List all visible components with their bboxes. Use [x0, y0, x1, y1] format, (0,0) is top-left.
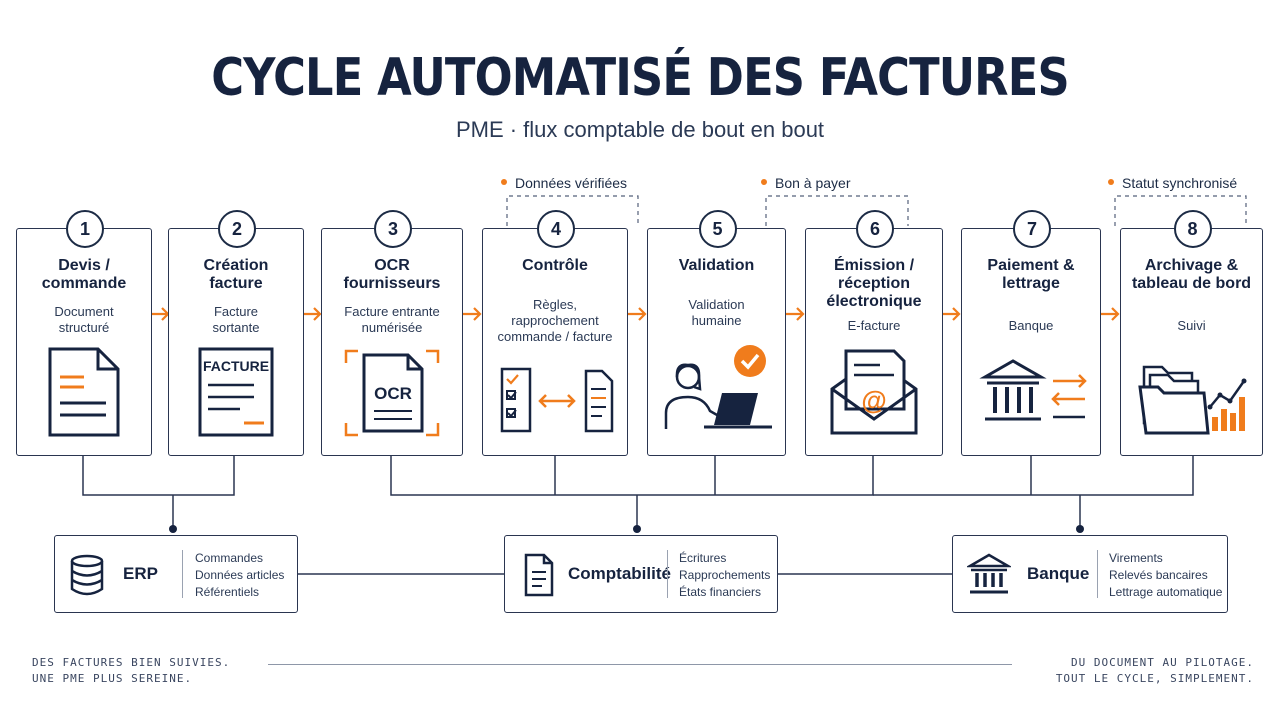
step-title: Archivage &tableau de bord: [1131, 257, 1252, 292]
document-icon: [17, 347, 151, 439]
database-icon: [69, 554, 105, 601]
annotation-donnees-verifiees: Données vérifiées: [501, 175, 627, 191]
system-divider: [1097, 550, 1098, 598]
system-name: ERP: [123, 564, 158, 583]
folder-chart-icon: [1121, 347, 1262, 439]
orange-dot-icon: [501, 179, 507, 186]
step-title: Devis /commande: [41, 257, 127, 292]
person-laptop-check-icon: [648, 341, 785, 437]
step-archivage-tableau-de-bord: 8 Archivage &tableau de bord Suivi: [1120, 210, 1263, 456]
step-number-badge: 5: [698, 210, 737, 248]
ocr-icon-label: OCR: [374, 384, 412, 403]
bank-transfer-icon: [962, 347, 1100, 439]
step-number-badge: 3: [374, 210, 412, 248]
system-divider: [182, 550, 183, 598]
ocr-scan-icon: OCR: [322, 347, 462, 439]
page-title: CYCLE AUTOMATISÉ DES FACTURES: [211, 48, 1069, 108]
orange-dot-icon: [761, 179, 767, 186]
bank-icon: [965, 552, 1013, 601]
annotation-statut-synchronise: Statut synchronisé: [1108, 175, 1237, 191]
step-title: Validation: [678, 257, 755, 274]
step-description: Banque: [1008, 318, 1054, 333]
invoice-icon: FACTURE: [169, 347, 303, 439]
page-subtitle: PME · flux comptable de bout en bout: [455, 117, 825, 142]
at-sign-label: @: [861, 385, 886, 415]
system-name: Comptabilité: [568, 564, 671, 583]
step-title: Contrôle: [522, 257, 588, 274]
step-number-badge: 2: [218, 210, 256, 248]
footer-right: DU DOCUMENT AU PILOTAGE.TOUT LE CYCLE, S…: [1055, 656, 1254, 685]
footer-divider: [268, 664, 1012, 665]
system-divider: [667, 550, 668, 598]
checklist-match-icon: [483, 365, 627, 435]
step-number-badge: 8: [1173, 210, 1212, 248]
step-number-badge: 6: [856, 210, 894, 248]
invoice-icon-label: FACTURE: [203, 358, 269, 374]
step-title: Paiement &lettrage: [987, 257, 1075, 292]
step-description: E-facture: [847, 318, 901, 333]
orange-dot-icon: [1108, 179, 1114, 186]
step-number-badge: 1: [66, 210, 104, 248]
step-number-badge: 7: [1013, 210, 1051, 248]
step-number-badge: 4: [537, 210, 575, 248]
step-paiement-lettrage: 7 Paiement &lettrage Banque: [961, 210, 1101, 456]
system-name: Banque: [1027, 564, 1090, 583]
annotation-bon-a-payer: Bon à payer: [761, 175, 851, 191]
step-description: Suivi: [1177, 318, 1206, 333]
email-invoice-icon: @: [806, 347, 942, 439]
ledger-document-icon: [523, 552, 555, 603]
footer-left: DES FACTURES BIEN SUIVIES.UNE PME PLUS S…: [32, 656, 231, 685]
